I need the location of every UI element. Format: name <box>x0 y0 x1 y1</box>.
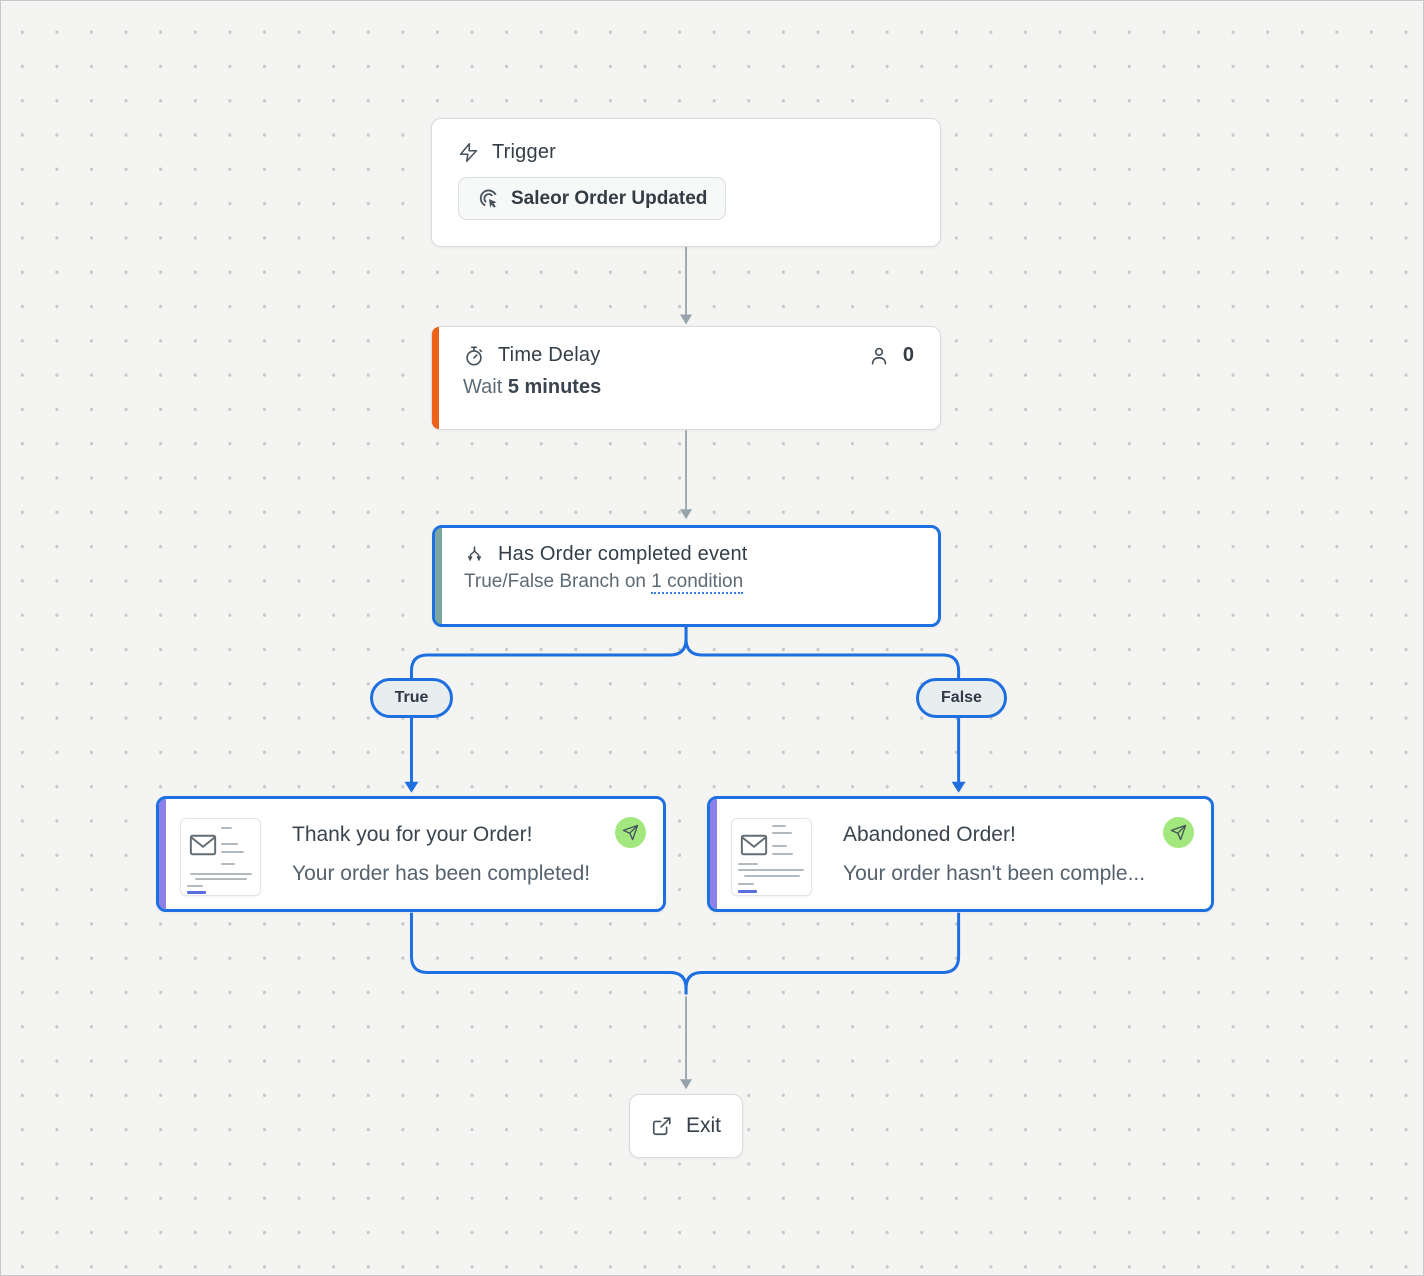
condition-node[interactable]: Has Order completed event True/False Bra… <box>432 525 941 627</box>
orange-accent-bar <box>432 327 439 429</box>
trigger-title: Trigger <box>492 141 557 163</box>
purple-accent-bar <box>710 799 717 909</box>
branch-split-icon <box>464 544 485 565</box>
trigger-node[interactable]: Trigger Saleor Order Updated <box>431 118 941 247</box>
exit-node[interactable]: Exit <box>629 1094 743 1158</box>
enrolled-count: 0 <box>902 344 914 366</box>
condition-title: Has Order completed event <box>498 543 748 565</box>
teal-accent-bar <box>435 528 442 624</box>
arrowhead-icon <box>404 781 419 793</box>
condition-count-link[interactable]: 1 condition <box>651 571 744 594</box>
lightning-bolt-icon <box>458 142 479 163</box>
branch-label-false: False <box>916 678 1007 718</box>
arrowhead-icon <box>680 314 693 325</box>
email-preview-thumbnail <box>731 818 812 896</box>
send-status-badge <box>615 817 646 848</box>
email-node-true[interactable]: Thank you for your Order! Your order has… <box>156 796 666 912</box>
envelope-icon <box>740 834 768 861</box>
arrowhead-icon <box>680 509 693 520</box>
edge-condition-true <box>409 626 688 783</box>
external-link-icon <box>651 1115 673 1137</box>
stopwatch-icon <box>463 345 485 367</box>
branch-label-true: True <box>370 678 453 718</box>
delay-description: Wait 5 minutes <box>463 376 602 398</box>
email-subtitle: Your order has been completed! <box>292 861 591 885</box>
send-status-badge <box>1163 817 1194 848</box>
edge-true-merge <box>409 912 688 995</box>
send-paper-plane-icon <box>1170 824 1187 841</box>
arrowhead-icon <box>951 781 966 793</box>
time-delay-node[interactable]: Time Delay 0 Wait 5 minutes <box>431 326 941 430</box>
trigger-event-button[interactable]: Saleor Order Updated <box>458 177 727 220</box>
email-preview-thumbnail <box>180 818 261 896</box>
arrowhead-icon <box>680 1079 693 1090</box>
send-paper-plane-icon <box>622 824 639 841</box>
trigger-event-label: Saleor Order Updated <box>511 187 708 209</box>
purple-accent-bar <box>159 799 166 909</box>
email-title: Thank you for your Order! <box>292 822 533 846</box>
email-node-false[interactable]: Abandoned Order! Your order hasn't been … <box>707 796 1214 912</box>
envelope-icon <box>189 834 217 861</box>
edge-false-merge <box>684 912 961 995</box>
exit-label: Exit <box>685 1114 721 1137</box>
condition-subtitle: True/False Branch on 1 condition <box>464 571 744 594</box>
time-delay-title: Time Delay <box>498 344 601 366</box>
email-subtitle: Your order hasn't been comple... <box>843 861 1146 885</box>
click-target-icon <box>477 187 500 210</box>
person-icon <box>868 345 890 367</box>
email-title: Abandoned Order! <box>843 822 1016 846</box>
